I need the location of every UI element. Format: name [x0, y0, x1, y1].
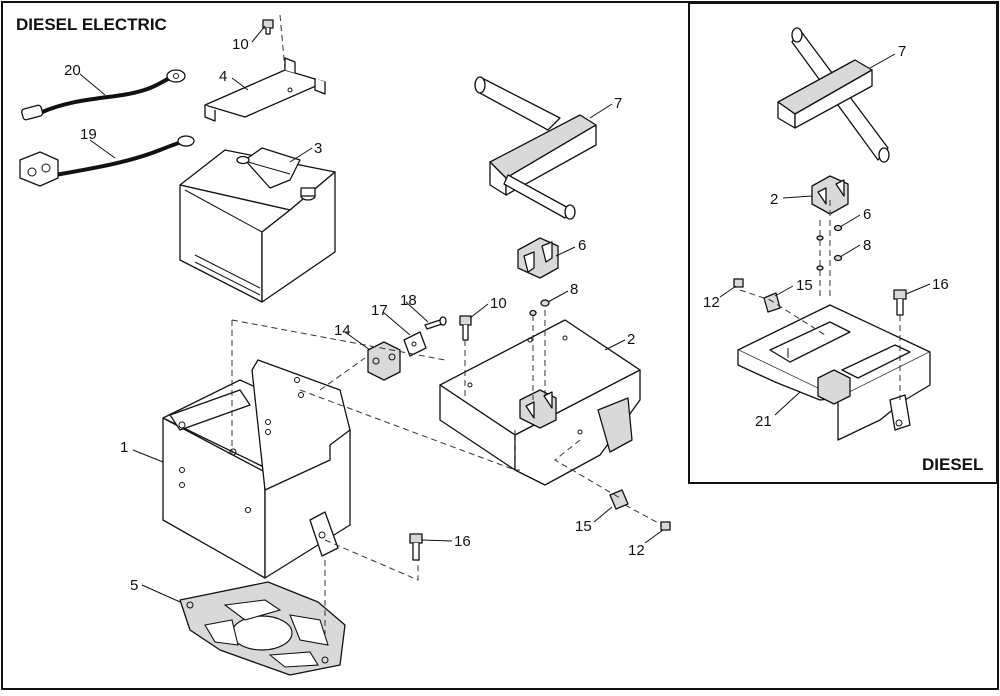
guide-line — [739, 289, 826, 336]
main-title: DIESEL ELECTRIC — [16, 15, 167, 34]
callout-15: 15 — [796, 277, 813, 294]
inset-clamp-15 — [763, 292, 781, 313]
callout-10: 10 — [490, 295, 507, 312]
callout-12: 12 — [703, 294, 720, 311]
leader — [555, 246, 576, 257]
callout-8: 8 — [863, 237, 871, 254]
bolt-10-top — [262, 19, 274, 35]
leader — [589, 103, 613, 119]
guide-line — [624, 504, 663, 526]
callout-20: 20 — [64, 62, 81, 79]
callout-2: 2 — [770, 191, 778, 208]
callout-19: 19 — [80, 126, 97, 143]
leader — [289, 147, 313, 163]
callout-2: 2 — [627, 331, 635, 348]
leader — [231, 77, 249, 91]
bolt-10-mid — [459, 315, 472, 341]
callout-6: 6 — [863, 206, 871, 223]
leader — [251, 25, 266, 43]
callout-18: 18 — [400, 292, 417, 309]
leader — [905, 283, 931, 295]
inset-bolt-12 — [733, 278, 744, 288]
plate-5 — [179, 581, 346, 676]
plate-17 — [403, 331, 427, 357]
leader — [604, 339, 626, 351]
callout-7: 7 — [614, 95, 622, 112]
leader — [644, 529, 664, 544]
plate-2 — [439, 319, 641, 486]
guide-line — [554, 439, 621, 499]
nut-12 — [660, 521, 671, 531]
leader — [89, 139, 116, 159]
guide-line — [324, 539, 419, 581]
callout-6: 6 — [578, 237, 586, 254]
leader — [869, 53, 896, 69]
cable-19 — [19, 135, 195, 187]
callout-12: 12 — [628, 542, 645, 559]
leader — [79, 73, 106, 96]
bolt-16 — [409, 533, 423, 561]
callout-16: 16 — [454, 533, 471, 550]
leader — [382, 311, 411, 336]
leader — [405, 301, 429, 323]
leader — [469, 303, 489, 319]
nut-8 — [529, 299, 550, 317]
leader — [547, 290, 569, 303]
callout-5: 5 — [130, 577, 138, 594]
inset-bracket-21 — [737, 304, 931, 441]
screw-18 — [424, 316, 447, 330]
callout-14: 14 — [334, 322, 351, 339]
inset-title: DIESEL — [922, 455, 983, 474]
cable-20 — [21, 69, 186, 121]
callout-1: 1 — [120, 439, 128, 456]
leader — [344, 331, 371, 351]
leader — [141, 584, 181, 603]
callout-4: 4 — [219, 68, 227, 85]
tray-1 — [162, 359, 351, 579]
inset-receptacle-2 — [811, 175, 849, 215]
leader — [782, 195, 813, 199]
leader — [421, 539, 453, 542]
handle-7 — [474, 76, 597, 220]
block-14 — [367, 341, 401, 381]
callout-21: 21 — [755, 413, 772, 430]
callout-16: 16 — [932, 276, 949, 293]
leader — [839, 244, 861, 258]
receptacle-6 — [517, 237, 559, 279]
leader — [839, 214, 861, 228]
battery-3 — [179, 147, 336, 303]
leader — [132, 449, 164, 463]
bracket-4 — [204, 57, 326, 122]
clamp-15 — [609, 489, 629, 510]
callout-10: 10 — [232, 36, 249, 53]
guide-line — [231, 319, 446, 361]
inset-handle-7 — [777, 27, 890, 163]
callout-17: 17 — [371, 302, 388, 319]
leader — [593, 506, 613, 523]
leader — [719, 285, 737, 298]
callout-8: 8 — [570, 281, 578, 298]
guide-line — [279, 14, 286, 71]
callout-3: 3 — [314, 140, 322, 157]
guide-line — [514, 430, 520, 471]
leader — [774, 391, 801, 416]
callout-15: 15 — [575, 518, 592, 535]
callout-7: 7 — [898, 43, 906, 60]
guide-line — [299, 389, 516, 471]
leader — [774, 285, 794, 297]
